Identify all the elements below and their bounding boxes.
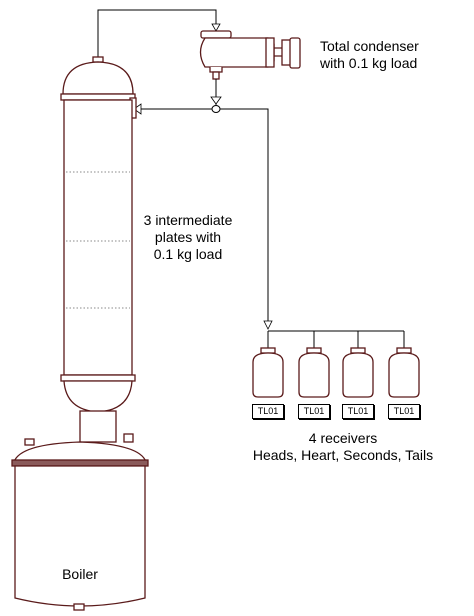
reflux-valve-icon	[211, 105, 221, 113]
vapor-line	[97, 9, 217, 57]
condensate-lines	[140, 79, 269, 326]
receivers-label: 4 receivers Heads, Heart, Seconds, Tails	[230, 430, 456, 464]
boiler	[11, 433, 149, 611]
boiler-label: Boiler	[62, 566, 98, 582]
vapor-arrow-icon	[211, 23, 221, 32]
column-label: 3 intermediate plates with 0.1 kg load	[128, 212, 248, 263]
receiver-1	[252, 347, 284, 398]
receivers-label-line2: Heads, Heart, Seconds, Tails	[252, 447, 434, 464]
reflux-arrow-icon	[210, 96, 222, 105]
column	[60, 56, 137, 443]
receiver-4	[388, 347, 420, 398]
condenser-label-line2: with 0.1 kg load	[320, 55, 418, 72]
column-label-line3: 0.1 kg load	[153, 246, 223, 263]
receivers-label-line1: 4 receivers	[308, 430, 378, 446]
receiver-feed-arrow-icon	[263, 320, 273, 330]
receiver-tag: TL01	[388, 404, 420, 419]
receivers	[252, 347, 420, 398]
receiver-header	[267, 330, 405, 348]
receiver-2	[298, 347, 330, 398]
condenser-label-line1: Total condenser	[320, 38, 419, 54]
intermediate-plates	[66, 171, 130, 309]
receiver-tag: TL01	[252, 404, 284, 419]
column-inlet-arrow-icon	[133, 103, 142, 115]
receiver-tag: TL01	[298, 404, 330, 419]
condenser-label: Total condenser with 0.1 kg load	[320, 38, 419, 72]
receiver-3	[342, 347, 374, 398]
receiver-tag: TL01	[342, 404, 374, 419]
column-label-line2: plates with	[154, 229, 222, 246]
column-label-line1: 3 intermediate	[143, 212, 233, 228]
condenser	[199, 30, 301, 80]
